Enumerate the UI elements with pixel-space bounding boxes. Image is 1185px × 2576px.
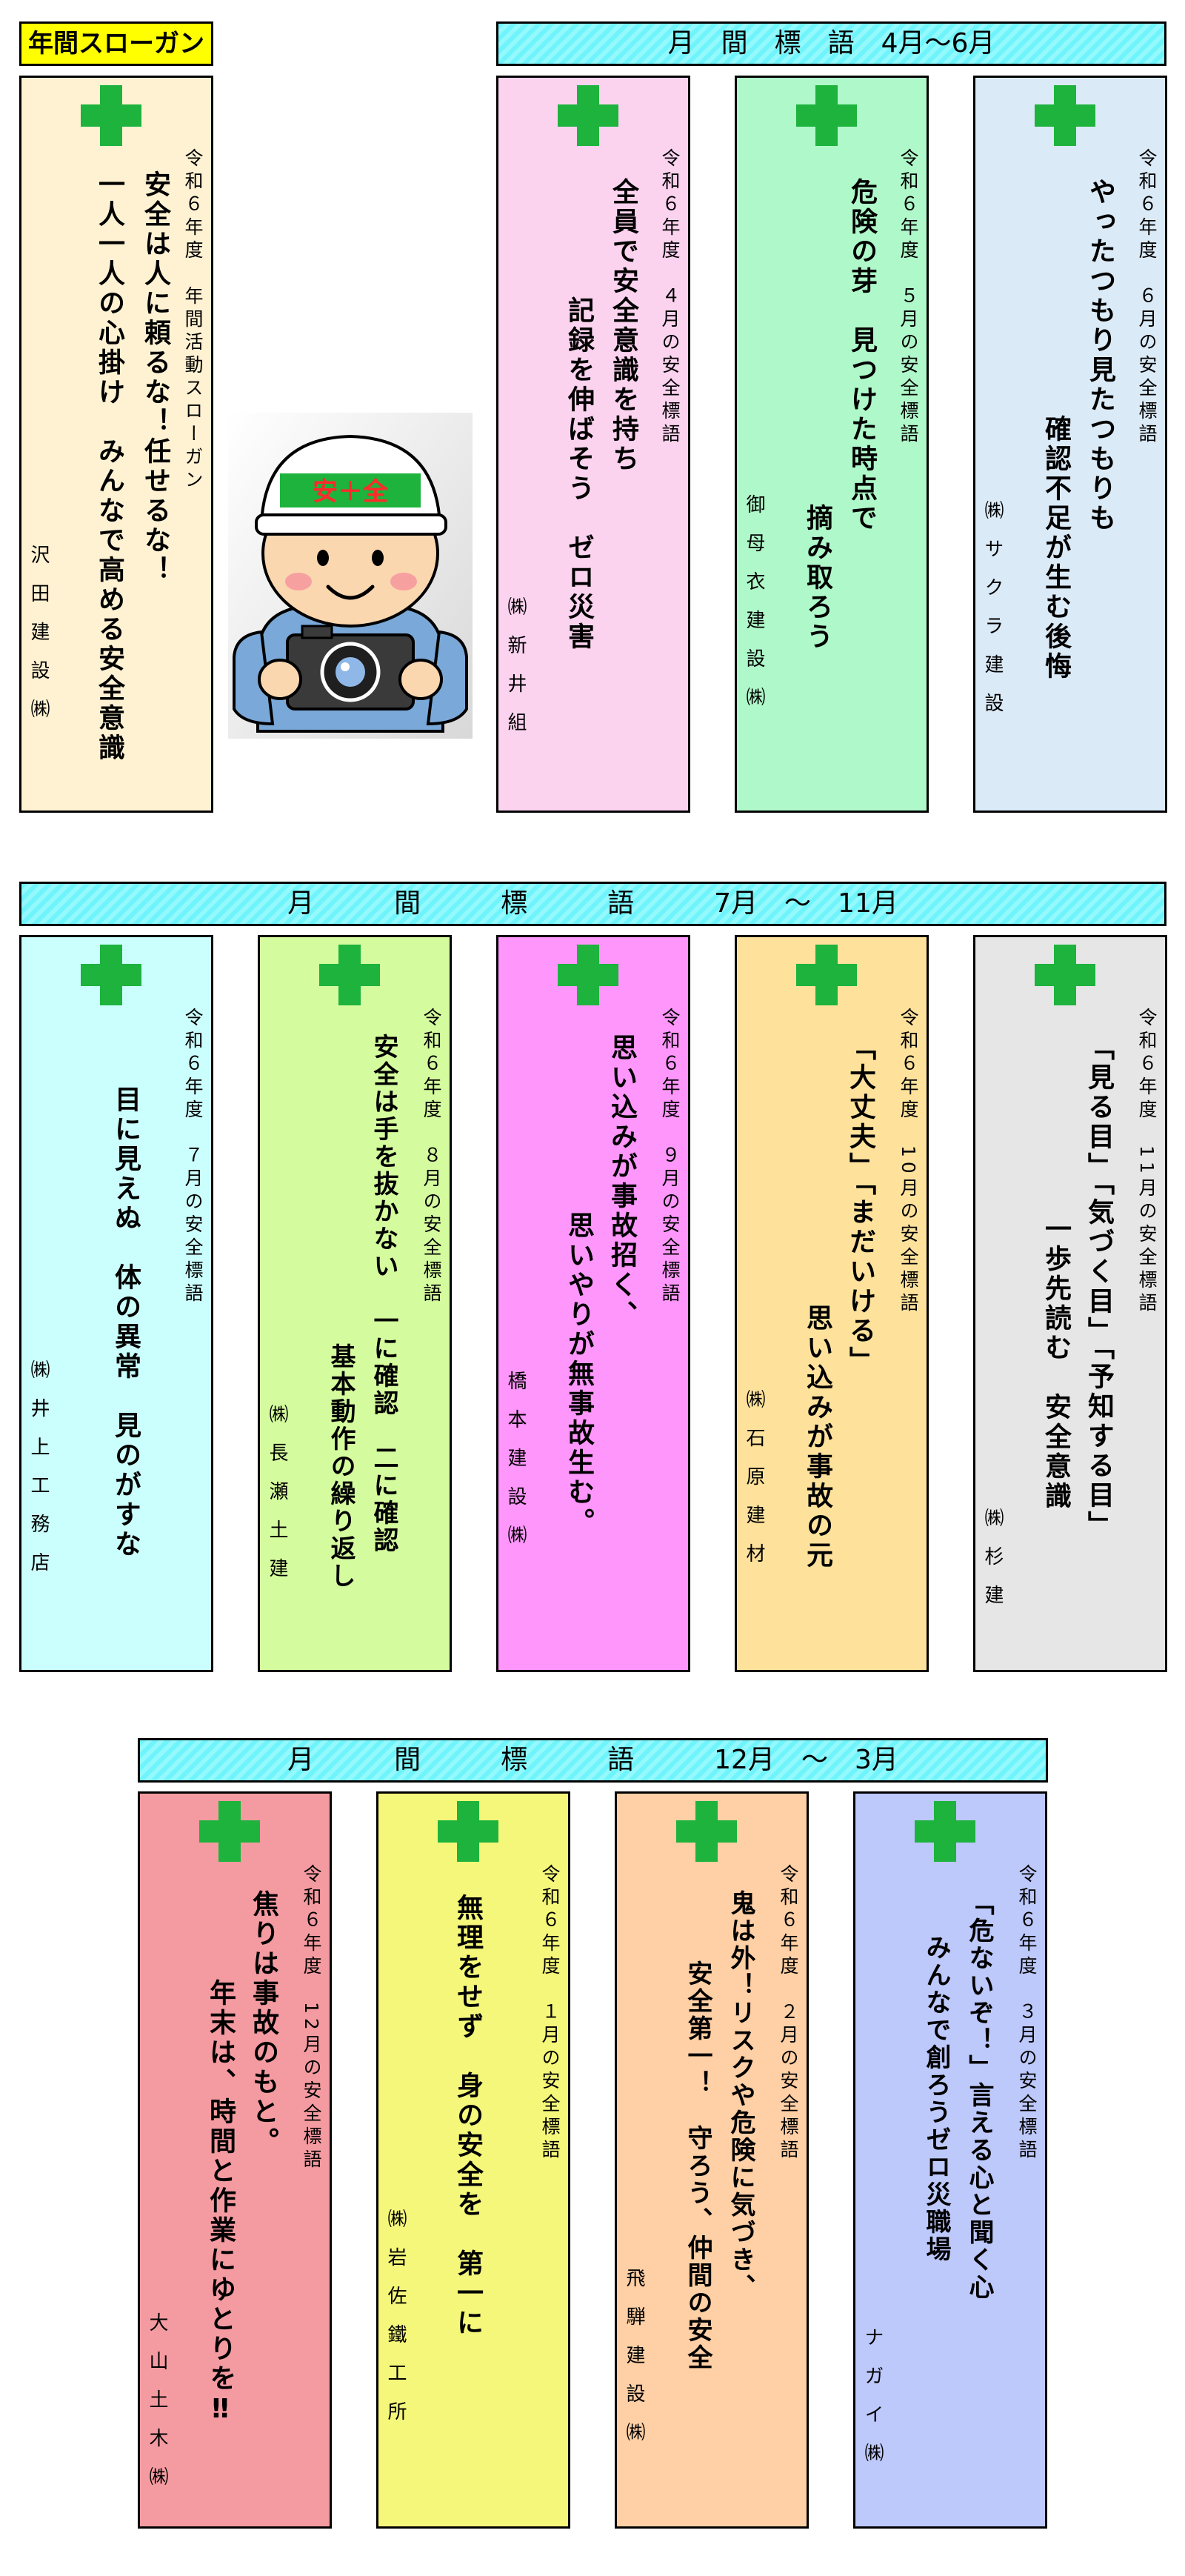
green-cross-icon xyxy=(676,1801,737,1862)
card-author: ㈱石原建材 xyxy=(743,1389,765,1582)
card-title: 令和６年度 年間活動スローガン xyxy=(182,148,204,493)
green-cross-icon xyxy=(796,945,857,1005)
green-cross-icon xyxy=(81,945,141,1005)
green-cross-icon xyxy=(915,1801,975,1862)
slogan-line-1: 目に見えぬ 体の異常 見のがすな xyxy=(110,1085,141,1560)
card-february: 令和６年度 ２月の安全標語 鬼は外！リスクや危険に気づき、 安全第一！ 守ろう、… xyxy=(615,1791,809,2529)
header-apr-jun: 月 間 標 語 4月～6月 xyxy=(496,21,1166,66)
slogan-line-1: 危険の芽 見つけた時点で xyxy=(847,178,877,533)
card-author: ㈱杉建 xyxy=(981,1508,1004,1623)
slogan-line-2: みんなで創ろうゼロ災職場 xyxy=(921,1934,951,2263)
card-title: 令和６年度 ４月の安全標語 xyxy=(659,148,681,447)
green-cross-icon xyxy=(558,945,618,1005)
card-author: 御母衣建設㈱ xyxy=(743,494,765,725)
slogan-line-2: 確認不足が生む後悔 xyxy=(1041,415,1071,682)
card-april: 令和６年度 ４月の安全標語 全員で安全意識を持ち 記録を伸ばそう ゼロ災害 ㈱新… xyxy=(496,76,690,813)
card-author: ㈱新井組 xyxy=(504,596,527,750)
slogan-line-2: 記録を伸ばそう ゼロ災害 xyxy=(564,296,594,652)
slogan-line-1: 「見る目」「気づく目」「予知する目」 xyxy=(1084,1034,1114,1540)
green-cross-icon xyxy=(438,1801,498,1862)
card-title: 令和６年度 ６月の安全標語 xyxy=(1136,148,1158,447)
card-march: 令和６年度 ３月の安全標語 「危ないぞ！」言える心と聞く心 みんなで創ろうゼロ災… xyxy=(853,1791,1047,2529)
card-title: 令和６年度 ２月の安全標語 xyxy=(778,1864,799,2163)
slogan-line-2: 年末は、時間と作業にゆとりを‼ xyxy=(205,1979,236,2427)
slogan-line-1: 無理をせず 身の安全を 第一に xyxy=(453,1894,483,2338)
card-title: 令和６年度 ７月の安全標語 xyxy=(182,1008,204,1306)
slogan-line-2: 思い込みが事故の元 xyxy=(802,1304,832,1571)
green-cross-icon xyxy=(199,1801,260,1862)
card-title: 令和６年度 12月の安全標語 xyxy=(301,1864,322,2172)
card-july: 令和６年度 ７月の安全標語 目に見えぬ 体の異常 見のがすな ㈱井上工務店 xyxy=(19,935,213,1672)
mascot-illustration: 安＋全 xyxy=(228,413,473,739)
card-title: 令和６年度 ３月の安全標語 xyxy=(1016,1864,1038,2163)
card-january: 令和６年度 １月の安全標語 無理をせず 身の安全を 第一に ㈱岩佐鐵工所 xyxy=(376,1791,570,2529)
card-title: 令和６年度 ９月の安全標語 xyxy=(659,1008,681,1306)
helmet-text: 安＋全 xyxy=(313,477,389,507)
card-title: 令和６年度 10月の安全標語 xyxy=(898,1008,919,1316)
header-dec-mar: 月 間 標 語 12月 ～ 3月 xyxy=(138,1738,1048,1783)
slogan-line-2: 思いやりが無事故生む。 xyxy=(564,1211,594,1537)
green-cross-icon xyxy=(1035,85,1095,146)
slogan-line-2: 一人一人の心掛け みんなで高める安全意識 xyxy=(94,170,124,763)
slogan-line-1: 「危ないぞ！」言える心と聞く心 xyxy=(964,1890,994,2301)
card-author: 橋本建設㈱ xyxy=(504,1371,527,1563)
card-december: 令和６年度 12月の安全標語 焦りは事故のもと。 年末は、時間と作業にゆとりを‼… xyxy=(138,1791,332,2529)
annual-slogan-label: 年間スローガン xyxy=(19,21,213,66)
slogan-line-1: 安全は人に頼るな！任せるな！ xyxy=(140,170,170,585)
slogan-line-2: 一歩先読む 安全意識 xyxy=(1041,1215,1071,1511)
slogan-line-2: 基本動作の繰り返し xyxy=(326,1343,356,1590)
slogan-line-1: 「大丈夫」「まだいける」 xyxy=(845,1034,875,1376)
card-author: ㈱サクラ建設 xyxy=(981,500,1004,731)
card-title: 令和６年度 ５月の安全標語 xyxy=(898,148,919,447)
green-cross-icon xyxy=(1035,945,1095,1005)
card-september: 令和６年度 ９月の安全標語 思い込みが事故招く、 思いやりが無事故生む。 橋本建… xyxy=(496,935,690,1672)
card-author: ナガイ㈱ xyxy=(861,2327,884,2481)
card-august: 令和６年度 ８月の安全標語 安全は手を抜かない 一に確認 二に確認 基本動作の繰… xyxy=(258,935,452,1672)
slogan-line-1: 全員で安全意識を持ち xyxy=(608,178,638,474)
card-author: 大山土木㈱ xyxy=(146,2312,168,2505)
slogan-line-1: 思い込みが事故招く、 xyxy=(607,1034,637,1330)
card-november: 令和６年度 11月の安全標語 「見る目」「気づく目」「予知する目」 一歩先読む … xyxy=(973,935,1167,1672)
card-title: 令和６年度 11月の安全標語 xyxy=(1136,1008,1158,1316)
slogan-line-2: 摘み取ろう xyxy=(802,504,832,652)
card-may: 令和６年度 ５月の安全標語 危険の芽 見つけた時点で 摘み取ろう 御母衣建設㈱ xyxy=(735,76,929,813)
slogan-line-1: 焦りは事故のもと。 xyxy=(248,1890,278,2157)
card-title: 令和６年度 １月の安全標語 xyxy=(539,1864,561,2163)
card-author: 沢田建設㈱ xyxy=(27,545,50,737)
card-title: 令和６年度 ８月の安全標語 xyxy=(421,1008,442,1306)
green-cross-icon xyxy=(81,85,141,146)
green-cross-icon xyxy=(558,85,618,146)
card-annual: 令和６年度 年間活動スローガン 安全は人に頼るな！任せるな！ 一人一人の心掛け … xyxy=(19,76,213,813)
card-author: ㈱井上工務店 xyxy=(27,1359,50,1591)
card-author: 飛騨建設㈱ xyxy=(623,2268,645,2460)
slogan-line-1: 安全は手を抜かない 一に確認 二に確認 xyxy=(369,1034,398,1554)
slogan-line-1: やったつもり見たつもりも xyxy=(1085,178,1115,533)
slogan-line-1: 鬼は外！リスクや危険に気づき、 xyxy=(726,1890,755,2301)
card-october: 令和６年度 10月の安全標語 「大丈夫」「まだいける」 思い込みが事故の元 ㈱石… xyxy=(735,935,929,1672)
slogan-line-2: 安全第一！ 守ろう、仲間の安全 xyxy=(683,1960,712,2372)
green-cross-icon xyxy=(319,945,380,1005)
card-author: ㈱長瀬土建 xyxy=(266,1404,288,1597)
card-author: ㈱岩佐鐵工所 xyxy=(384,2209,407,2440)
green-cross-icon xyxy=(796,85,857,146)
header-jul-nov: 月 間 標 語 7月 ～ 11月 xyxy=(19,882,1166,926)
card-june: 令和６年度 ６月の安全標語 やったつもり見たつもりも 確認不足が生む後悔 ㈱サク… xyxy=(973,76,1167,813)
